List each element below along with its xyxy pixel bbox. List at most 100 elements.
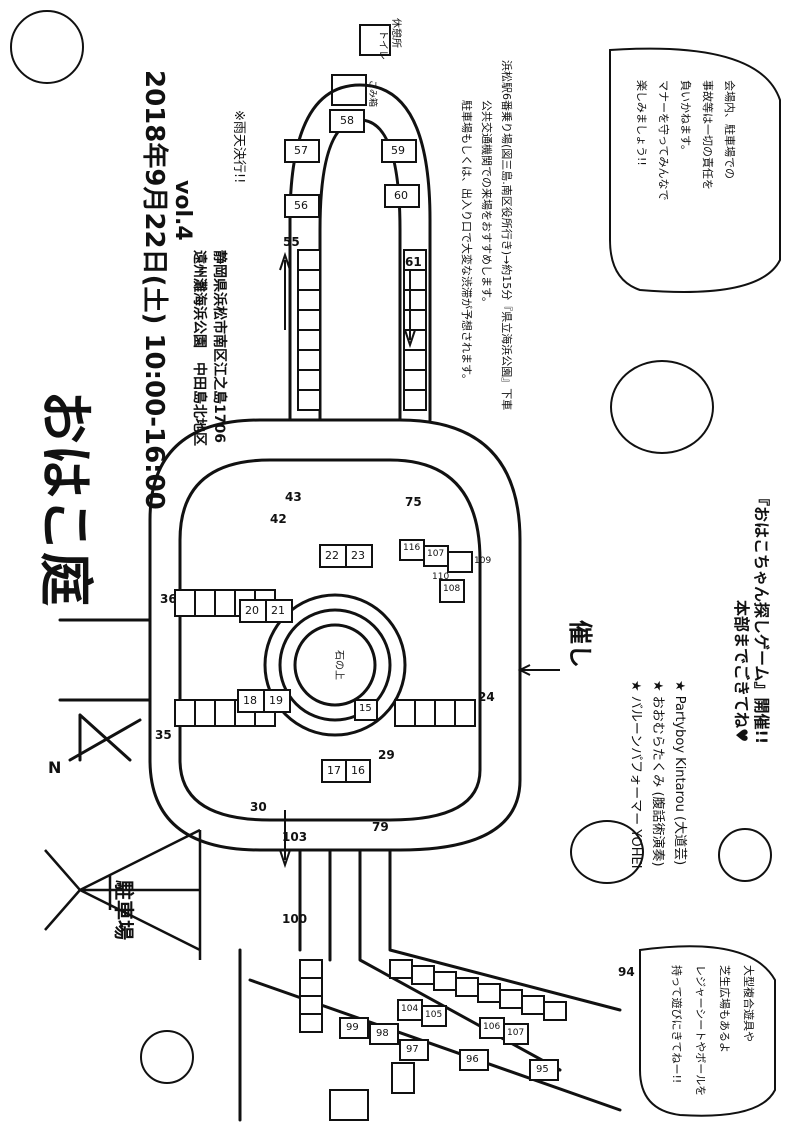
kids-text: 大型複合遊具や 芝生広場もあるよ レジャーシートやボールを 持って遊びにきてねー… — [664, 965, 760, 1115]
event-item: ★ おおむらたくみ (腹話術演奏) — [650, 680, 665, 867]
area-label: 61 — [405, 255, 422, 269]
booth-number: 21 — [271, 604, 285, 617]
booth-number: 23 — [351, 549, 365, 562]
event-title: おはこ庭 — [34, 390, 97, 606]
south-roads — [298, 848, 622, 1072]
area-label: 103 — [282, 830, 308, 844]
booth-cluster-south — [339, 999, 559, 1081]
access-note-3: 浜松駅6番乗り場(図三島.南区役所行き)→約15分『県立海浜公園』下車 — [500, 60, 513, 411]
area-label: 94 — [618, 965, 635, 979]
area-label: 100 — [282, 912, 308, 926]
booth-number: 105 — [425, 1010, 443, 1020]
area-label: 79 — [372, 820, 389, 834]
event-date: 2018年9月22日(土) 10:00-16:00 — [139, 70, 169, 510]
kids-line: レジャーシートやボールを — [694, 965, 707, 1097]
area-label: 29 — [378, 748, 395, 762]
arrow-events — [517, 664, 560, 676]
booth-number: 108 — [443, 584, 461, 594]
booth-number: 109 — [474, 556, 492, 566]
booth-number: 22 — [325, 549, 339, 562]
booth-number: 60 — [394, 189, 408, 202]
rest-area-label: 休憩所 — [390, 18, 401, 48]
toilet-label: トイレ — [377, 30, 388, 60]
liability-line: 楽しみましょう!! — [635, 80, 648, 166]
booth-cluster-loop — [284, 109, 420, 218]
central-fountain-inner — [293, 623, 377, 707]
kids-line: 芝生広場もあるよ — [718, 965, 731, 1053]
central-fountain-outer — [263, 593, 407, 737]
liability-text: 会場内、駐車場での 事故等は一切の責任を 負いかねます。 マナーを守ってみんなで… — [630, 80, 740, 280]
booth-number: 97 — [406, 1044, 419, 1055]
booth-row-right — [394, 699, 476, 727]
trash-can-icon-south — [391, 1062, 415, 1094]
booth-number: 107 — [427, 549, 445, 559]
top-road-inner — [318, 118, 402, 422]
booth-number: 15 — [359, 703, 372, 714]
plaza-inner-ring — [178, 458, 482, 822]
rest-area-icon — [359, 24, 391, 56]
booth-number: 95 — [536, 1064, 549, 1075]
toilet-icon — [329, 1089, 369, 1121]
booth-number: 107 — [507, 1028, 525, 1038]
liability-line: 事故等は一切の責任を — [701, 80, 714, 190]
booth-number: 58 — [340, 114, 354, 127]
parking-label: 駐車場 — [112, 880, 136, 940]
booth-number: 99 — [346, 1022, 359, 1033]
booth-number: 59 — [391, 144, 405, 157]
character-illustration-bottom — [140, 1030, 194, 1084]
arrow-55 — [279, 251, 291, 330]
booth-number: 98 — [376, 1028, 389, 1039]
booth-number: 104 — [401, 1004, 419, 1014]
kids-line: 大型複合遊具や — [742, 965, 755, 1042]
center-label: 石の上 — [333, 650, 344, 680]
arrow-103 — [279, 810, 291, 869]
booth-number: 18 — [243, 694, 257, 707]
events-heading: 催し — [566, 620, 594, 668]
venue-name: 遠州灘海浜公園 中田島北地区 — [191, 250, 207, 446]
booth-number: 19 — [269, 694, 283, 707]
area-label: 43 — [285, 490, 302, 504]
ball-icon — [718, 828, 772, 882]
parking-tent-illustration — [44, 828, 202, 960]
north-arrow — [68, 713, 142, 762]
booth-number: 16 — [351, 764, 365, 777]
booth-number: 116 — [403, 543, 421, 553]
kids-bubble — [639, 945, 776, 1117]
area-label: 42 — [270, 512, 287, 526]
game-line-2: 本部までごきてね♥ — [732, 600, 751, 743]
booth-number: 96 — [466, 1054, 479, 1065]
character-illustration-middle — [610, 360, 714, 454]
access-note-1: 駐車場もしくは、出入り口で大変な渋滞が予想されます。 — [460, 100, 473, 385]
booth-row-top-left — [297, 249, 321, 411]
venue-address: 静岡県浜松市南区江之島1706 — [211, 250, 227, 443]
area-label: 30 — [250, 800, 267, 814]
trash-label: ごみ箱 — [367, 80, 377, 108]
access-note-2: 公共交通機関での来場をおすすめします。 — [480, 100, 493, 308]
area-label: 75 — [405, 495, 422, 509]
kids-line: 持って遊びにきてねー!! — [670, 965, 683, 1084]
area-label: 55 — [283, 235, 300, 249]
west-road — [58, 618, 152, 702]
character-illustration-top — [10, 10, 84, 84]
central-fountain-mid — [278, 608, 392, 722]
trash-can-icon — [331, 74, 367, 106]
area-label: 35 — [155, 728, 172, 742]
liability-line: 会場内、駐車場での — [723, 80, 736, 179]
character-illustration-juggler — [570, 820, 644, 884]
event-item: ★ Partyboy Kintarou (大道芸) — [672, 680, 687, 866]
booth-number: 17 — [327, 764, 341, 777]
booth-row-south — [299, 959, 567, 1033]
booth-number: 106 — [483, 1022, 501, 1032]
booth-number: 57 — [294, 144, 308, 157]
area-label: 36 — [160, 592, 177, 606]
liability-line: 負いかねます。 — [679, 80, 692, 156]
booth-number: 110 — [432, 572, 450, 582]
north-label: N — [48, 758, 62, 777]
liability-bubble — [609, 47, 781, 293]
booth-number: 56 — [294, 199, 308, 212]
booth-number: 20 — [245, 604, 259, 617]
area-label: 24 — [478, 690, 495, 704]
booth-cluster-plaza — [237, 539, 473, 783]
rain-note: ※雨天決行!! — [231, 110, 246, 184]
